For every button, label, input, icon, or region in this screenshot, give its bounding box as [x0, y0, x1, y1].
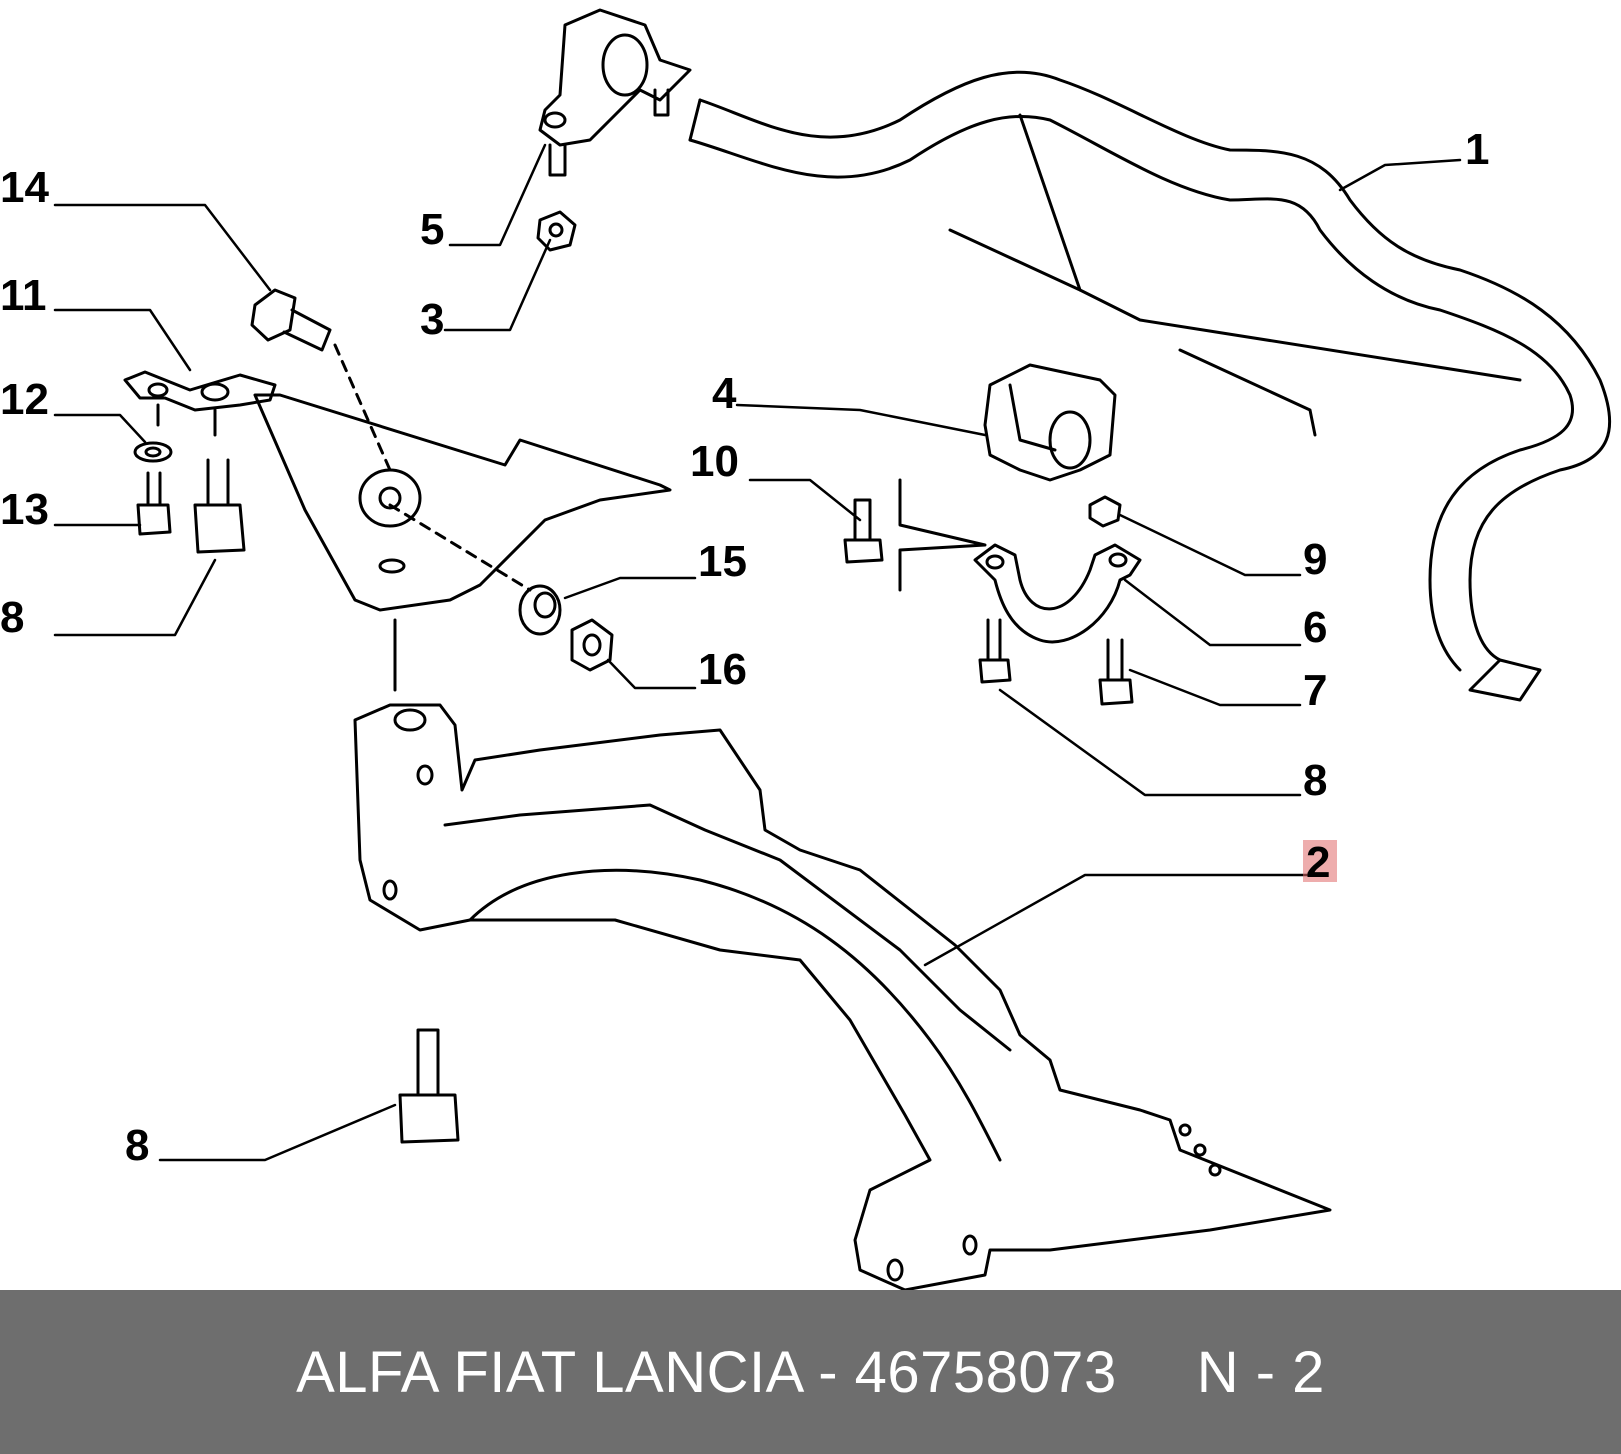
leader-lines	[53, 143, 1462, 1162]
callout-15: 15	[698, 537, 747, 586]
callout-5: 5	[420, 205, 444, 254]
bolt-7	[1098, 638, 1134, 706]
callout-labels: 1 2 3 4 5 6 7 8 8 8 9 10 11 12 13 14 15 …	[0, 125, 1489, 1170]
stabilizer-bar	[688, 70, 1612, 702]
callout-13: 13	[0, 485, 49, 534]
callout-1: 1	[1465, 125, 1489, 174]
bushing	[983, 363, 1117, 482]
bracket-11	[123, 370, 277, 437]
crossmember	[353, 703, 1332, 1292]
callout-8-bottom: 8	[125, 1121, 149, 1170]
nut-16	[570, 618, 614, 672]
bolt-14	[250, 288, 392, 472]
callout-7: 7	[1303, 666, 1327, 715]
callout-2: 2	[1306, 838, 1330, 887]
bolt-8-bottom	[398, 1028, 460, 1144]
callout-16: 16	[698, 645, 747, 694]
diagram-canvas: 1 2 3 4 5 6 7 8 8 8 9 10 11 12 13 14 15 …	[0, 8, 1612, 1292]
stabilizer-link	[538, 8, 692, 177]
callout-12: 12	[0, 375, 49, 424]
exploded-parts-diagram: 1 2 3 4 5 6 7 8 8 8 9 10 11 12 13 14 15 …	[0, 8, 1612, 1292]
nut-9	[1088, 495, 1122, 528]
part-number-label: ALFA FIAT LANCIA - 46758073	[296, 1339, 1117, 1405]
callout-8-left: 8	[0, 593, 24, 642]
bolt-8-left	[193, 458, 246, 554]
bolt-10	[843, 498, 884, 564]
highlight-box	[1303, 840, 1337, 882]
callout-6: 6	[1303, 603, 1327, 652]
bolt-13	[136, 471, 172, 536]
callout-3: 3	[420, 295, 444, 344]
diagram-ref-label: N - 2	[1196, 1339, 1325, 1405]
nut-3	[536, 210, 577, 252]
footer-bar: ALFA FIAT LANCIA - 46758073 N - 2	[0, 1290, 1621, 1454]
callout-10: 10	[690, 437, 739, 486]
mounting-bracket	[253, 393, 672, 692]
washer-15	[518, 584, 562, 636]
callout-11: 11	[0, 271, 47, 320]
washer-12	[133, 441, 173, 463]
clamp	[898, 478, 1142, 644]
callout-14: 14	[0, 163, 49, 212]
bolt-8-right	[978, 618, 1012, 684]
callout-8-right: 8	[1303, 756, 1327, 805]
callout-4: 4	[712, 369, 737, 418]
callout-9: 9	[1303, 535, 1327, 584]
